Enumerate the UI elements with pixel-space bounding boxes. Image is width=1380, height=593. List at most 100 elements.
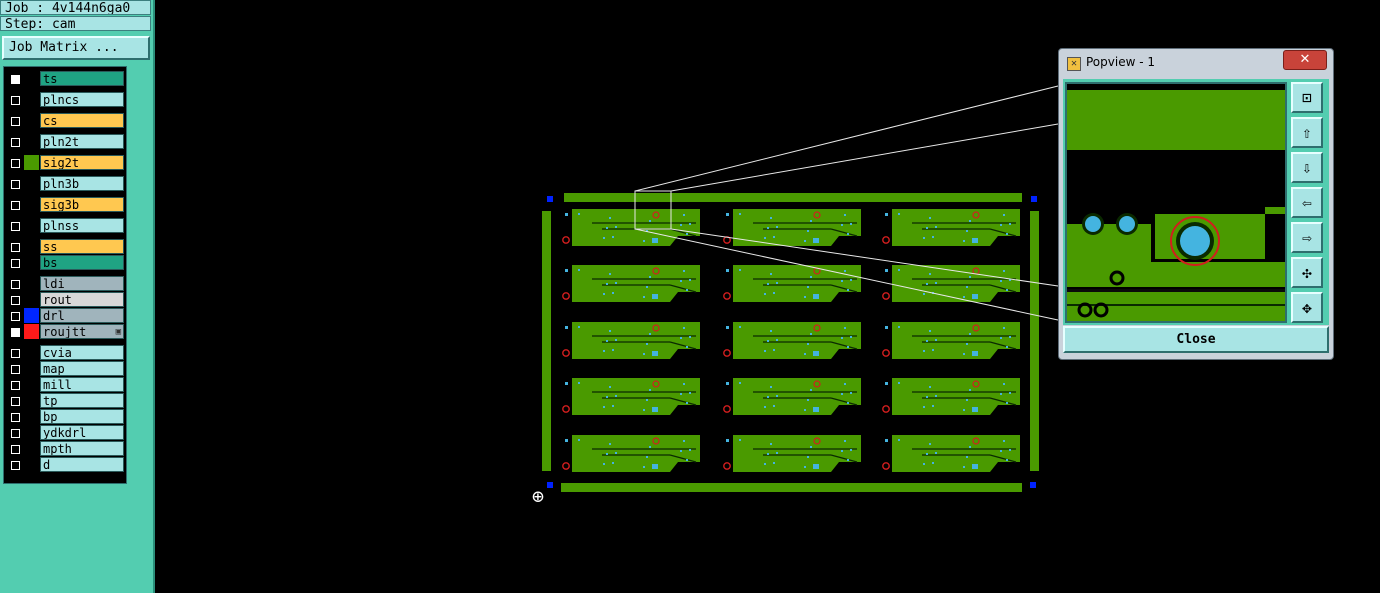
layer-color-swatch[interactable] [24,276,39,291]
layer-color-swatch[interactable] [24,292,39,307]
layer-color-swatch[interactable] [24,239,39,254]
layer-row-ldi[interactable]: ldi [4,276,126,291]
layer-checkbox[interactable] [6,197,21,212]
pan-up-icon[interactable]: ⇧ [1291,117,1323,148]
zoom-in-icon[interactable]: ✥ [1291,292,1323,323]
layer-name[interactable]: sig2t [40,155,124,170]
pan-right-icon[interactable]: ⇨ [1291,222,1323,253]
layer-color-swatch[interactable] [24,113,39,128]
layer-checkbox[interactable] [6,92,21,107]
pcb-board[interactable] [723,322,861,359]
layer-row-plncs[interactable]: plncs [4,92,126,107]
layer-name[interactable]: tp [40,393,124,408]
popview-zoom-view[interactable] [1065,82,1287,323]
zoom-out-icon[interactable]: ✣ [1291,257,1323,288]
layer-name[interactable]: plnss [40,218,124,233]
layer-name[interactable]: pln2t [40,134,124,149]
layer-name[interactable]: drl [40,308,124,323]
layer-row-ss[interactable]: ss [4,239,126,254]
pcb-board[interactable] [882,209,1020,246]
layer-checkbox[interactable] [6,292,21,307]
layer-checkbox[interactable] [6,409,21,424]
layer-checkbox[interactable] [6,71,21,86]
layer-name[interactable]: map [40,361,124,376]
layer-row-tp[interactable]: tp [4,393,126,408]
layer-checkbox[interactable] [6,361,21,376]
layer-checkbox[interactable] [6,457,21,472]
layer-name[interactable]: bs [40,255,124,270]
layer-color-swatch[interactable] [24,377,39,392]
layer-color-swatch[interactable] [24,345,39,360]
pcb-board[interactable] [562,378,700,415]
layer-name[interactable]: plncs [40,92,124,107]
layer-color-swatch[interactable] [24,92,39,107]
pan-down-icon[interactable]: ⇩ [1291,152,1323,183]
pcb-board[interactable] [562,265,700,302]
layer-row-roujtt[interactable]: roujtt▣ [4,324,126,339]
layer-checkbox[interactable] [6,155,21,170]
pcb-board[interactable] [562,322,700,359]
zoom-fit-icon[interactable]: ⊡ [1291,82,1323,113]
layer-row-rout[interactable]: rout [4,292,126,307]
layer-row-sig3b[interactable]: sig3b [4,197,126,212]
pcb-board[interactable] [562,435,700,472]
layer-row-drl[interactable]: drl [4,308,126,323]
layer-name[interactable]: sig3b [40,197,124,212]
layer-checkbox[interactable] [6,255,21,270]
layer-checkbox[interactable] [6,345,21,360]
layer-row-mpth[interactable]: mpth [4,441,126,456]
graphic-canvas[interactable] [155,0,1380,593]
layer-name[interactable]: rout [40,292,124,307]
layer-row-pln3b[interactable]: pln3b [4,176,126,191]
layer-color-swatch[interactable] [24,393,39,408]
pcb-board[interactable] [723,209,861,246]
layer-row-ts[interactable]: ts [4,71,126,86]
layer-color-swatch[interactable] [24,441,39,456]
close-button[interactable]: Close [1063,326,1329,353]
layer-checkbox[interactable] [6,134,21,149]
layer-name[interactable]: ldi [40,276,124,291]
layer-row-bs[interactable]: bs [4,255,126,270]
popview-titlebar[interactable]: ✕ Popview - 1 ✕ [1059,49,1333,77]
layer-name[interactable]: d [40,457,124,472]
layer-color-swatch[interactable] [24,308,39,323]
layer-name[interactable]: pln3b [40,176,124,191]
layer-name[interactable]: ts [40,71,124,86]
layer-name[interactable]: ss [40,239,124,254]
layer-name[interactable]: bp [40,409,124,424]
layer-row-mill[interactable]: mill [4,377,126,392]
job-matrix-button[interactable]: Job Matrix ... [2,36,150,60]
layer-name[interactable]: ydkdrl [40,425,124,440]
pcb-board[interactable] [882,322,1020,359]
window-close-icon[interactable]: ✕ [1283,50,1327,70]
layer-color-swatch[interactable] [24,255,39,270]
layer-checkbox[interactable] [6,113,21,128]
layer-row-bp[interactable]: bp [4,409,126,424]
pcb-board[interactable] [882,378,1020,415]
pcb-board[interactable] [882,265,1020,302]
layer-checkbox[interactable] [6,324,21,339]
layer-checkbox[interactable] [6,276,21,291]
layer-name[interactable]: roujtt▣ [40,324,124,339]
layer-checkbox[interactable] [6,393,21,408]
layer-color-swatch[interactable] [24,155,39,170]
layer-checkbox[interactable] [6,176,21,191]
layer-color-swatch[interactable] [24,71,39,86]
pcb-board[interactable] [882,435,1020,472]
layer-color-swatch[interactable] [24,324,39,339]
layer-name[interactable]: cs [40,113,124,128]
layer-color-swatch[interactable] [24,176,39,191]
layer-row-sig2t[interactable]: sig2t [4,155,126,170]
layer-color-swatch[interactable] [24,361,39,376]
layer-color-swatch[interactable] [24,409,39,424]
layer-name[interactable]: cvia [40,345,124,360]
layer-row-ydkdrl[interactable]: ydkdrl [4,425,126,440]
layer-color-swatch[interactable] [24,425,39,440]
pcb-board[interactable] [723,435,861,472]
pcb-board[interactable] [562,209,700,246]
layer-checkbox[interactable] [6,218,21,233]
layer-row-cs[interactable]: cs [4,113,126,128]
layer-color-swatch[interactable] [24,134,39,149]
layer-name[interactable]: mill [40,377,124,392]
pcb-board[interactable] [723,265,861,302]
